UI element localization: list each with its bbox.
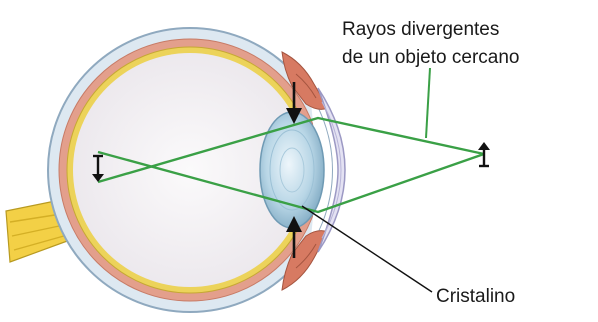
rays-label-line-2: de un objeto cercano [342, 47, 519, 68]
rays-label-line-1: Rayos divergentes [342, 19, 499, 40]
label-leader-rays [426, 68, 430, 138]
lens-label: Cristalino [436, 286, 515, 307]
label-leader-lens [302, 206, 432, 292]
